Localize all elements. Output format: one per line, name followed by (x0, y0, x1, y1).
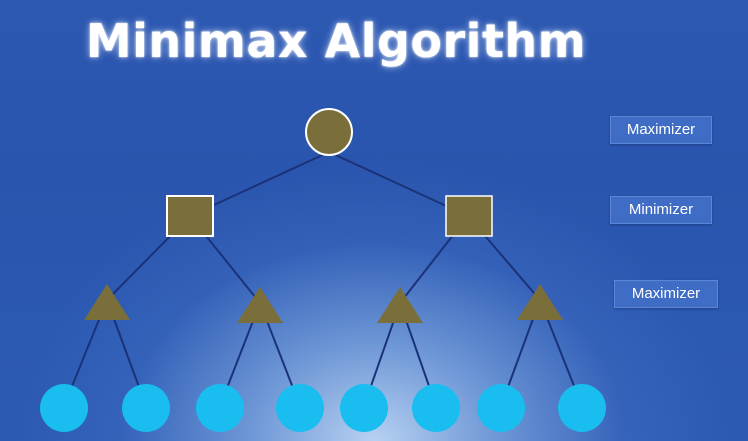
leaf-node-7 (477, 384, 525, 432)
leaf-node-5 (340, 384, 388, 432)
slide-title: Minimax Algorithm (85, 14, 587, 68)
minimizer-node-1 (166, 195, 214, 237)
leaf-node-3 (196, 384, 244, 432)
minimizer-node-2 (445, 195, 493, 237)
tree-edges (63, 151, 583, 407)
edge-root-right (328, 151, 469, 217)
maximizer-node-2 (237, 287, 283, 323)
root-maximizer-node (305, 108, 353, 156)
level-label-maximizer-top: Maximizer (610, 116, 712, 144)
maximizer-node-1 (84, 284, 130, 320)
leaf-node-8 (558, 384, 606, 432)
leaf-nodes (40, 384, 606, 432)
leaf-node-1 (40, 384, 88, 432)
leaf-node-4 (276, 384, 324, 432)
maximizer-node-4 (517, 284, 563, 320)
leaf-node-2 (122, 384, 170, 432)
maximizer-node-3 (377, 287, 423, 323)
leaf-node-6 (412, 384, 460, 432)
level-label-minimizer: Minimizer (610, 196, 712, 224)
level-label-maximizer-bottom: Maximizer (614, 280, 718, 308)
